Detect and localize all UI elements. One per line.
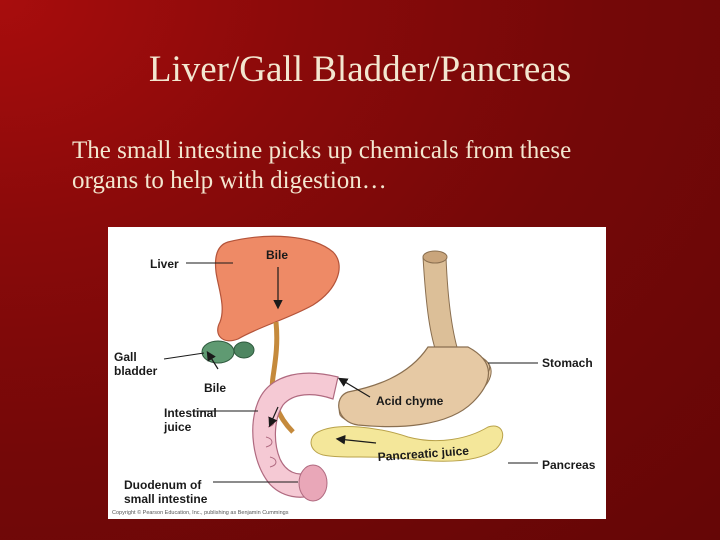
label-pancreatic-juice: Pancreatic juice bbox=[377, 444, 469, 464]
label-liver: Liver bbox=[150, 257, 179, 271]
digestive-organs-diagram: Liver Bile Gall bladder Bile Stomach Int… bbox=[108, 227, 606, 519]
duodenum-opening bbox=[298, 464, 328, 502]
bile-duct bbox=[269, 321, 295, 434]
label-duodenum-1: Duodenum of bbox=[124, 478, 202, 492]
gall-bladder-neck bbox=[233, 341, 255, 359]
esophagus-shape bbox=[422, 256, 461, 358]
label-bile-top: Bile bbox=[266, 248, 288, 262]
diagram-svg: Liver Bile Gall bladder Bile Stomach Int… bbox=[112, 235, 596, 516]
label-pancreas: Pancreas bbox=[542, 458, 596, 472]
body-line-1: The small intestine picks up chemicals f… bbox=[72, 137, 572, 164]
stomach-body bbox=[338, 346, 489, 428]
label-acid-chyme: Acid chyme bbox=[376, 394, 444, 408]
slide-title: Liver/Gall Bladder/Pancreas bbox=[148, 49, 572, 90]
body-line-2: organs to help with digestion… bbox=[72, 167, 387, 194]
arrow-acid-chyme bbox=[337, 377, 371, 398]
arrow-intestinal-juice bbox=[268, 406, 279, 428]
gall-bladder-shape bbox=[201, 340, 235, 364]
esophagus-opening bbox=[422, 250, 448, 264]
label-bile-lower: Bile bbox=[204, 381, 226, 395]
label-intestinal-juice-1: Intestinal bbox=[164, 406, 217, 420]
liver-shape bbox=[214, 235, 340, 342]
arrow-bile-lower bbox=[206, 350, 219, 370]
label-intestinal-juice-2: juice bbox=[163, 420, 192, 434]
arrow-pancreatic-juice bbox=[335, 434, 377, 445]
label-gall-bladder-2: bladder bbox=[114, 364, 158, 378]
label-stomach: Stomach bbox=[542, 356, 593, 370]
leader-gall-bladder bbox=[163, 352, 205, 360]
label-duodenum-2: small intestine bbox=[124, 492, 208, 506]
copyright-notice: Copyright © Pearson Education, Inc., pub… bbox=[112, 509, 289, 516]
slide-body-text: The small intestine picks up chemicals f… bbox=[72, 136, 672, 196]
pancreas-shape bbox=[310, 425, 504, 462]
label-gall-bladder-1: Gall bbox=[114, 350, 137, 364]
